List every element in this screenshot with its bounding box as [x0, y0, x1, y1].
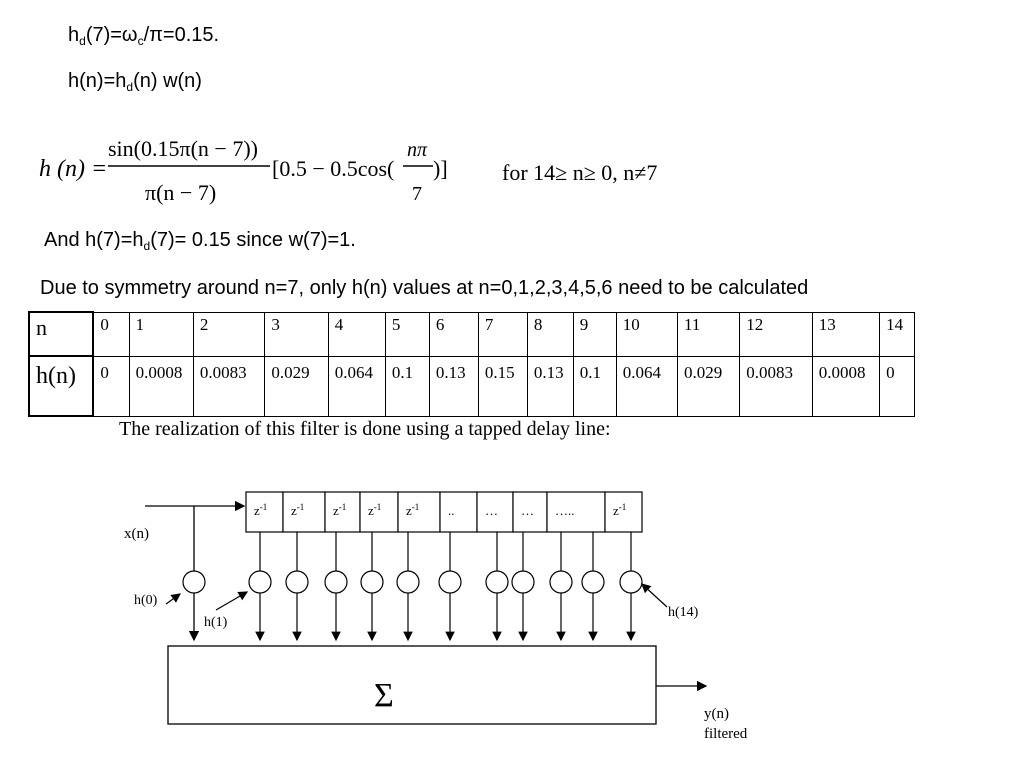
table-cell: 0.0008: [811, 355, 881, 417]
table-cell: 4: [327, 311, 386, 357]
table-cell: 0.0008: [128, 355, 194, 417]
table-cell: 0.15: [477, 355, 528, 417]
table-cell: n: [27, 311, 95, 357]
delay-box: [397, 491, 441, 533]
delay-box: [604, 491, 643, 533]
multiplier-node: [485, 570, 509, 594]
delay-label: ..: [448, 503, 455, 518]
h14-label: h(14): [668, 605, 699, 620]
table-cell: 6: [428, 311, 479, 357]
output-label: y(n): [704, 706, 729, 722]
table-cell: 8: [526, 311, 574, 357]
input-label: x(n): [124, 526, 149, 542]
delay-box: [245, 491, 284, 533]
table-cell: 0.064: [327, 355, 386, 417]
table-cell: 5: [384, 311, 430, 357]
multiplier-node: [511, 570, 535, 594]
table-cell: 0.1: [572, 355, 617, 417]
table-cell: 7: [477, 311, 528, 357]
multiplier-node: [396, 570, 420, 594]
eq-denominator: π(n − 7): [145, 180, 216, 205]
tap-lines: [248, 532, 643, 642]
multiplier-node: [619, 570, 643, 594]
note-h7: And h(7)=hd(7)= 0.15 since w(7)=1.: [44, 229, 356, 253]
multiplier-node: [285, 570, 309, 594]
summation-box: [167, 645, 657, 725]
multiplier-node: [438, 570, 462, 594]
eq-lhs: h (n) =: [39, 156, 107, 182]
multiplier-0: [182, 570, 206, 594]
multiplier-node: [360, 570, 384, 594]
delay-label: …: [485, 503, 498, 518]
h0-label: h(0): [134, 593, 158, 608]
multiplier-node: [581, 570, 605, 594]
coefficient-table: n 0 1 2 3 4 5 6 7 8 9 10 11 12 13 14 h(n…: [27, 311, 915, 417]
table-cell: 12: [739, 311, 813, 357]
table-cell: h(n): [27, 355, 95, 417]
eq-bracket-open: [0.5 − 0.5cos(: [272, 156, 394, 181]
table-cell: 0.13: [526, 355, 574, 417]
multiplier-node: [248, 570, 272, 594]
h1-label: h(1): [204, 615, 228, 630]
table-cell: 14: [879, 311, 915, 357]
sum-symbol: Σ: [374, 677, 394, 714]
delay-box: [324, 491, 361, 533]
table-cell: 0.064: [615, 355, 678, 417]
table-cell: 9: [572, 311, 617, 357]
table-cell: 0: [879, 355, 915, 417]
table-cell: 0.0083: [739, 355, 813, 417]
table-cell: 1: [128, 311, 194, 357]
window-equation: h (n) = sin(0.15π(n − 7)) π(n − 7) [0.5 …: [39, 136, 657, 205]
delay-box: [282, 491, 326, 533]
formula-hn: h(n)=hd(n) w(n): [68, 70, 202, 94]
output-label-2: filtered: [704, 726, 748, 742]
delay-label: …: [521, 503, 534, 518]
table-cell: 11: [676, 311, 741, 357]
table-cell: 0.1: [384, 355, 430, 417]
table-row-hn: h(n) 0 0.0008 0.0083 0.029 0.064 0.1 0.1…: [27, 355, 915, 417]
eq-cos-num: nπ: [407, 139, 428, 161]
eq-numerator: sin(0.15π(n − 7)): [108, 136, 258, 161]
eq-condition: for 14≥ n≥ 0, n≠7: [502, 160, 657, 185]
table-cell: 3: [264, 311, 329, 357]
table-cell: 0: [92, 311, 130, 357]
table-cell: 0.0083: [192, 355, 266, 417]
symmetry-note: Due to symmetry around n=7, only h(n) va…: [40, 277, 809, 299]
table-row-n: n 0 1 2 3 4 5 6 7 8 9 10 11 12 13 14: [27, 311, 915, 357]
table-cell: 13: [811, 311, 881, 357]
formula-hd7: hd(7)=ωc/π=0.15.: [68, 24, 220, 48]
delay-box: [359, 491, 399, 533]
multiplier-node: [549, 570, 573, 594]
delay-box: [439, 491, 478, 533]
table-cell: 0.029: [676, 355, 741, 417]
eq-bracket-close: )]: [433, 156, 448, 181]
table-cell: 0: [92, 355, 130, 417]
h14-arrow: [641, 583, 668, 608]
multiplier-node: [324, 570, 348, 594]
table-cell: 10: [615, 311, 678, 357]
caption: The realization of this filter is done u…: [119, 418, 611, 440]
table-cell: 0.029: [264, 355, 329, 417]
eq-cos-den: 7: [412, 183, 422, 205]
table-cell: 2: [192, 311, 266, 357]
h0-arrow: [165, 593, 181, 605]
table-cell: 0.13: [428, 355, 479, 417]
delay-label: …..: [555, 503, 575, 518]
h1-arrow: [215, 591, 249, 611]
